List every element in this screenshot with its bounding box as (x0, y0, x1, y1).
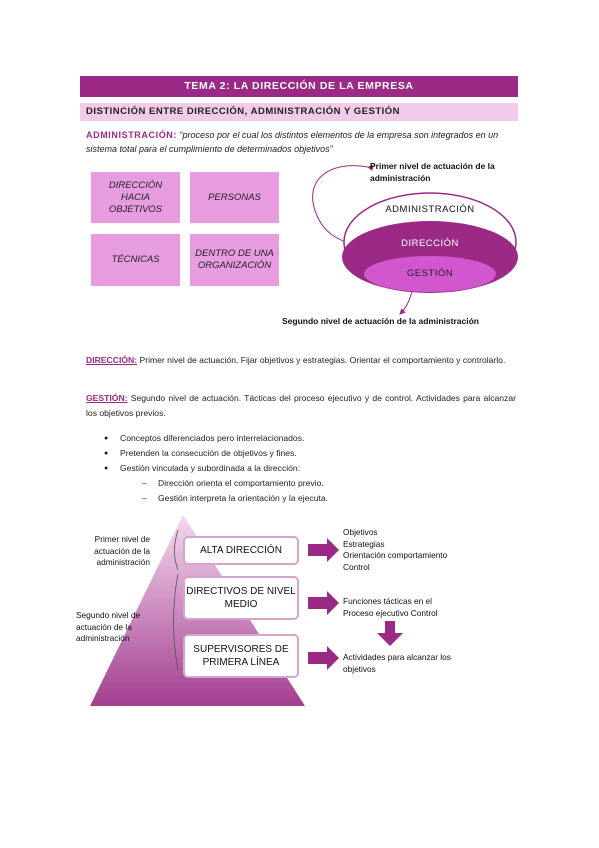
definition-term: ADMINISTRACIÓN: (86, 130, 177, 140)
pyramid-left-label-bottom: Segundo nivel de actuación de la adminis… (76, 610, 141, 643)
bullet-list: Conceptos diferenciados pero interrelaci… (100, 431, 520, 506)
sub-list-item: Gestión interpreta la orientación y la e… (100, 491, 520, 506)
box-personas: PERSONAS (190, 172, 279, 223)
box-tecnicas: TÉCNICAS (91, 234, 180, 286)
ellipse-inner-label: GESTIÓN (406, 268, 454, 279)
term-gestion: GESTIÓN: (86, 393, 128, 403)
list-item: Conceptos diferenciados pero interrelaci… (100, 431, 520, 446)
right-label-line: Control (343, 561, 370, 572)
definition: ADMINISTRACIÓN: “proceso por el cual los… (86, 128, 516, 156)
pyramid-left-label-top: Primer nivel de actuación de la administ… (94, 534, 150, 567)
ellipse-outer-label: ADMINISTRACIÓN (385, 204, 475, 215)
paragraph-gestion: GESTIÓN: Segundo nivel de actuación. Tác… (86, 391, 516, 421)
ellipse-top-label: Primer nivel de actuación de la administ… (370, 161, 495, 183)
section-title: DISTINCIÓN ENTRE DIRECCIÓN, ADMINISTRACI… (80, 103, 518, 121)
right-label-line: Objetivos (343, 527, 378, 537)
text-gestion: Segundo nivel de actuación. Tácticas del… (86, 393, 516, 418)
pyramid-level-directivos-medio: DIRECTIVOS DE NIVEL MEDIO (183, 576, 299, 620)
right-label-line: Estrategias (343, 538, 385, 549)
ellipse-middle-label: DIRECCIÓN (401, 238, 459, 249)
pyramid-level-supervisores: SUPERVISORES DE PRIMERA LÍNEA (183, 634, 299, 678)
ellipse-diagram (312, 164, 518, 315)
page-title: TEMA 2: LA DIRECCIÓN DE LA EMPRESA (80, 76, 518, 97)
ellipse-bottom-label: Segundo nivel de actuación de la adminis… (282, 316, 479, 326)
list-item: Pretenden la consecución de objetivos y … (100, 446, 520, 461)
paragraph-direccion: DIRECCIÓN: Primer nivel de actuación. Fi… (86, 353, 516, 368)
pyramid-level-alta-direccion: ALTA DIRECCIÓN (183, 536, 299, 565)
pyramid-right-label-3: Actividades para alcanzar los objetivos (343, 652, 451, 674)
list-item: Gestión vinculada y subordinada a la dir… (100, 461, 520, 476)
box-direccion-objetivos: DIRECCIÓN HACIA OBJETIVOS (91, 172, 180, 223)
text-direccion: Primer nivel de actuación. Fijar objetiv… (137, 355, 506, 365)
pyramid-right-label-1: Objetivos Estrategias Orientación compor… (343, 527, 483, 573)
sub-list-item: Dirección orienta el comportamiento prev… (100, 476, 520, 491)
right-label-line: Orientación comportamiento (343, 550, 448, 560)
term-direccion: DIRECCIÓN: (86, 355, 138, 365)
pyramid-right-label-2: Funciones tácticas en el Proceso ejecuti… (343, 596, 438, 618)
box-dentro-organizacion: DENTRO DE UNA ORGANIZACIÓN (190, 234, 279, 286)
definition-text: “proceso por el cual los distintos eleme… (86, 130, 499, 154)
